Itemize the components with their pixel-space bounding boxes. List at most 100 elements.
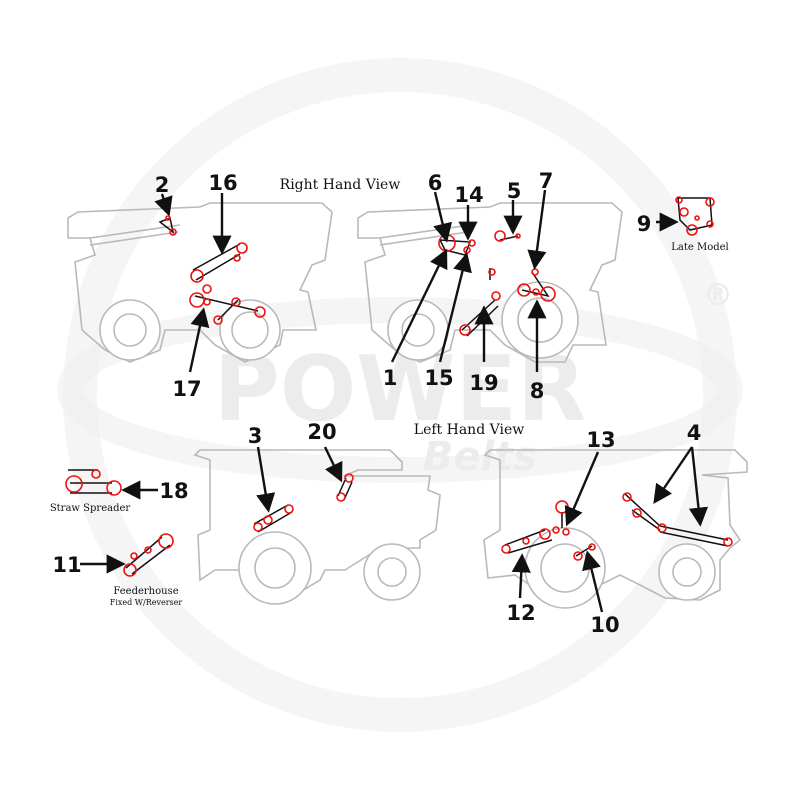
combine-left-view-left	[193, 449, 441, 605]
callout-1: 1	[383, 366, 398, 390]
pulley	[253, 522, 263, 532]
arrow-1	[390, 248, 448, 363]
callout-2: 2	[155, 173, 170, 197]
watermark-logo: POWER Belts ®	[57, 58, 743, 732]
callout-18: 18	[159, 479, 188, 503]
pulley	[517, 283, 531, 297]
pulley	[169, 228, 177, 236]
callout-17: 17	[172, 377, 201, 401]
arrow-2	[154, 193, 173, 217]
pulley	[552, 526, 560, 534]
rear-wheel-hub	[377, 557, 407, 587]
pulley	[494, 230, 506, 242]
pulley	[190, 269, 204, 283]
pulley	[213, 315, 223, 325]
pulley	[540, 286, 556, 302]
right-hand-view-title: Right Hand View	[280, 177, 401, 193]
callout-numbers: 2 16 17 6 14 5 7 9 1 15 19 8 3 20 13 4 1…	[52, 169, 701, 637]
belt-3	[253, 504, 293, 533]
pulley	[91, 469, 101, 479]
pulley	[130, 552, 138, 560]
callout-4: 4	[687, 421, 702, 445]
pulley	[562, 528, 570, 536]
pulley	[336, 492, 346, 502]
callout-11: 11	[52, 553, 81, 577]
pulley	[231, 297, 241, 307]
pulley	[706, 220, 714, 228]
callout-16: 16	[208, 171, 237, 195]
straw-spreader-drive	[65, 469, 122, 496]
arrow-10	[582, 550, 604, 613]
pulley	[539, 528, 551, 540]
pulley	[657, 523, 667, 533]
fixed-reverser-label: Fixed W/Reverser	[110, 598, 183, 607]
belt-2	[158, 216, 175, 234]
callout-13: 13	[586, 428, 615, 452]
pulley	[588, 543, 596, 551]
pulley	[263, 515, 273, 525]
callout-9: 9	[637, 212, 652, 236]
straw-spreader-label: Straw Spreader	[50, 503, 131, 514]
pulley	[622, 492, 632, 502]
pulley	[233, 254, 241, 262]
pulley	[723, 537, 733, 547]
pulley	[573, 551, 583, 561]
late-model-drive	[675, 196, 715, 236]
callout-20: 20	[307, 420, 336, 444]
pulley	[532, 288, 540, 296]
arrow-4a	[653, 446, 693, 504]
front-wheel-hub	[254, 547, 296, 589]
belt-11	[125, 536, 171, 575]
front-wheel-hub	[517, 297, 563, 343]
pulley	[459, 324, 471, 336]
pulley	[189, 292, 205, 308]
callout-5: 5	[507, 179, 522, 203]
callout-8: 8	[530, 379, 545, 403]
rear-wheel-hub	[672, 557, 702, 587]
left-hand-view-title: Left Hand View	[414, 422, 524, 438]
feederhouse-label: Feederhouse	[113, 586, 178, 597]
arrow-15	[438, 252, 472, 363]
pulley	[144, 546, 152, 554]
front-wheel-hub	[231, 311, 269, 349]
callout-3: 3	[248, 424, 263, 448]
pulley	[679, 207, 689, 217]
pulley	[632, 508, 642, 518]
callout-7: 7	[539, 169, 554, 193]
arrow-4b	[688, 446, 709, 527]
arrow-7	[527, 189, 547, 270]
arrow-12	[511, 553, 531, 599]
callout-15: 15	[424, 366, 453, 390]
callout-19: 19	[469, 371, 498, 395]
pulley	[344, 473, 354, 483]
arrow-6	[433, 191, 452, 243]
pulley	[705, 197, 715, 207]
pulley	[488, 268, 496, 276]
late-model-label: Late Model	[671, 242, 729, 253]
belt-4	[624, 493, 729, 547]
callout-6: 6	[428, 171, 443, 195]
combine-right-view-left	[67, 202, 333, 363]
pulley	[284, 504, 294, 514]
pulley	[675, 196, 683, 204]
rear-wheel-hub	[113, 313, 147, 347]
belt-16	[192, 243, 241, 281]
pulley	[491, 291, 501, 301]
arrow-20	[323, 446, 343, 483]
arrow-13	[564, 451, 600, 527]
pulley	[501, 544, 511, 554]
callout-12: 12	[506, 601, 535, 625]
pulley	[522, 537, 530, 545]
belt-7	[521, 271, 550, 298]
pulley	[694, 215, 700, 221]
front-wheel-hub	[540, 543, 590, 593]
belt-18	[70, 482, 112, 494]
pulley	[236, 242, 248, 254]
arrow-17	[188, 307, 210, 373]
pulley	[686, 224, 698, 236]
callout-10: 10	[590, 613, 619, 637]
arrow-3	[256, 446, 276, 513]
feederhouse-drive	[123, 533, 174, 577]
callout-14: 14	[454, 183, 483, 207]
